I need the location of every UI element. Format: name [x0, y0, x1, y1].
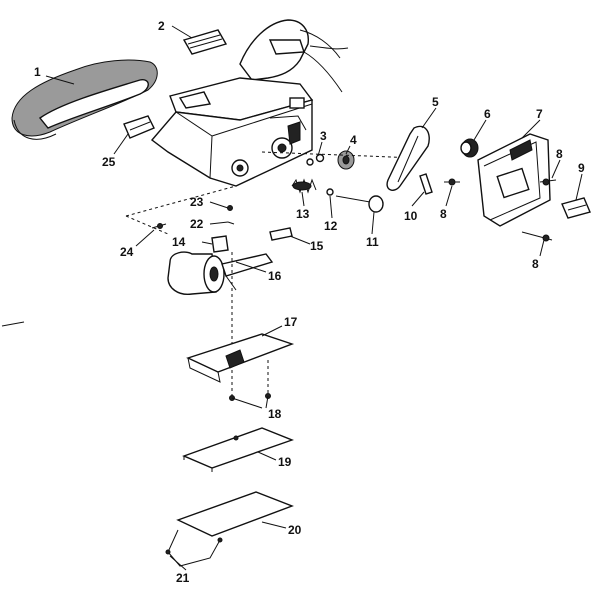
- top-label-plate: [182, 29, 228, 55]
- shaft-11: [335, 195, 384, 213]
- motor-cover: [477, 133, 551, 227]
- pin-10: [419, 173, 433, 195]
- callout-15: 15: [310, 239, 324, 253]
- callout-25: 25: [102, 155, 116, 169]
- spring-13: [291, 178, 317, 194]
- callout-6: 6: [484, 107, 491, 121]
- callout-1: 1: [34, 65, 41, 79]
- drive-belt: [386, 125, 430, 191]
- screws-18: [229, 360, 271, 409]
- pad-19: [182, 427, 294, 472]
- screw-8-lower: [521, 231, 553, 242]
- callout-8b: 8: [440, 207, 447, 221]
- callout-4: 4: [350, 133, 357, 147]
- spring-15: [269, 227, 293, 241]
- rear-drum: [167, 251, 274, 295]
- screw-24: [151, 223, 167, 229]
- callout-19: 19: [278, 455, 292, 469]
- pin-22: [227, 221, 235, 225]
- clip-21: [165, 529, 223, 567]
- sander-housing: [150, 19, 349, 187]
- washer-3: [306, 153, 325, 166]
- screw-23: [227, 205, 233, 211]
- sanding-belt: [11, 59, 158, 140]
- platen-17: [186, 333, 295, 383]
- callout-8a: 8: [556, 147, 563, 161]
- callout-3: 3: [320, 129, 327, 143]
- screw-8-upper: [539, 178, 557, 186]
- callout-10: 10: [404, 209, 418, 223]
- callout-24: 24: [120, 245, 134, 259]
- callout-23: 23: [190, 195, 204, 209]
- callout-5: 5: [432, 95, 439, 109]
- callout-14: 14: [172, 235, 186, 249]
- callout-16: 16: [268, 269, 282, 283]
- pulley-knob: [460, 138, 479, 158]
- callout-7: 7: [536, 107, 543, 121]
- callout-18: 18: [268, 407, 282, 421]
- callout-22: 22: [190, 217, 204, 231]
- callout-20: 20: [288, 523, 302, 537]
- callout-8c: 8: [532, 257, 539, 271]
- nameplate: [561, 197, 591, 219]
- callout-13: 13: [296, 207, 310, 221]
- callout-11: 11: [366, 235, 379, 249]
- edge-mark: [1, 321, 25, 327]
- gear-4: [261, 150, 419, 170]
- leader-lines: [45, 25, 583, 571]
- callout-2: 2: [158, 19, 165, 33]
- side-plate: [123, 115, 155, 139]
- washer-12: [326, 188, 334, 196]
- cover-plate-20: [176, 491, 294, 537]
- callout-12: 12: [324, 219, 338, 233]
- bracket-14: [211, 235, 229, 253]
- screw-8-middle: [444, 178, 460, 186]
- callout-9: 9: [578, 161, 585, 175]
- callout-21: 21: [176, 571, 190, 585]
- callout-17: 17: [284, 315, 298, 329]
